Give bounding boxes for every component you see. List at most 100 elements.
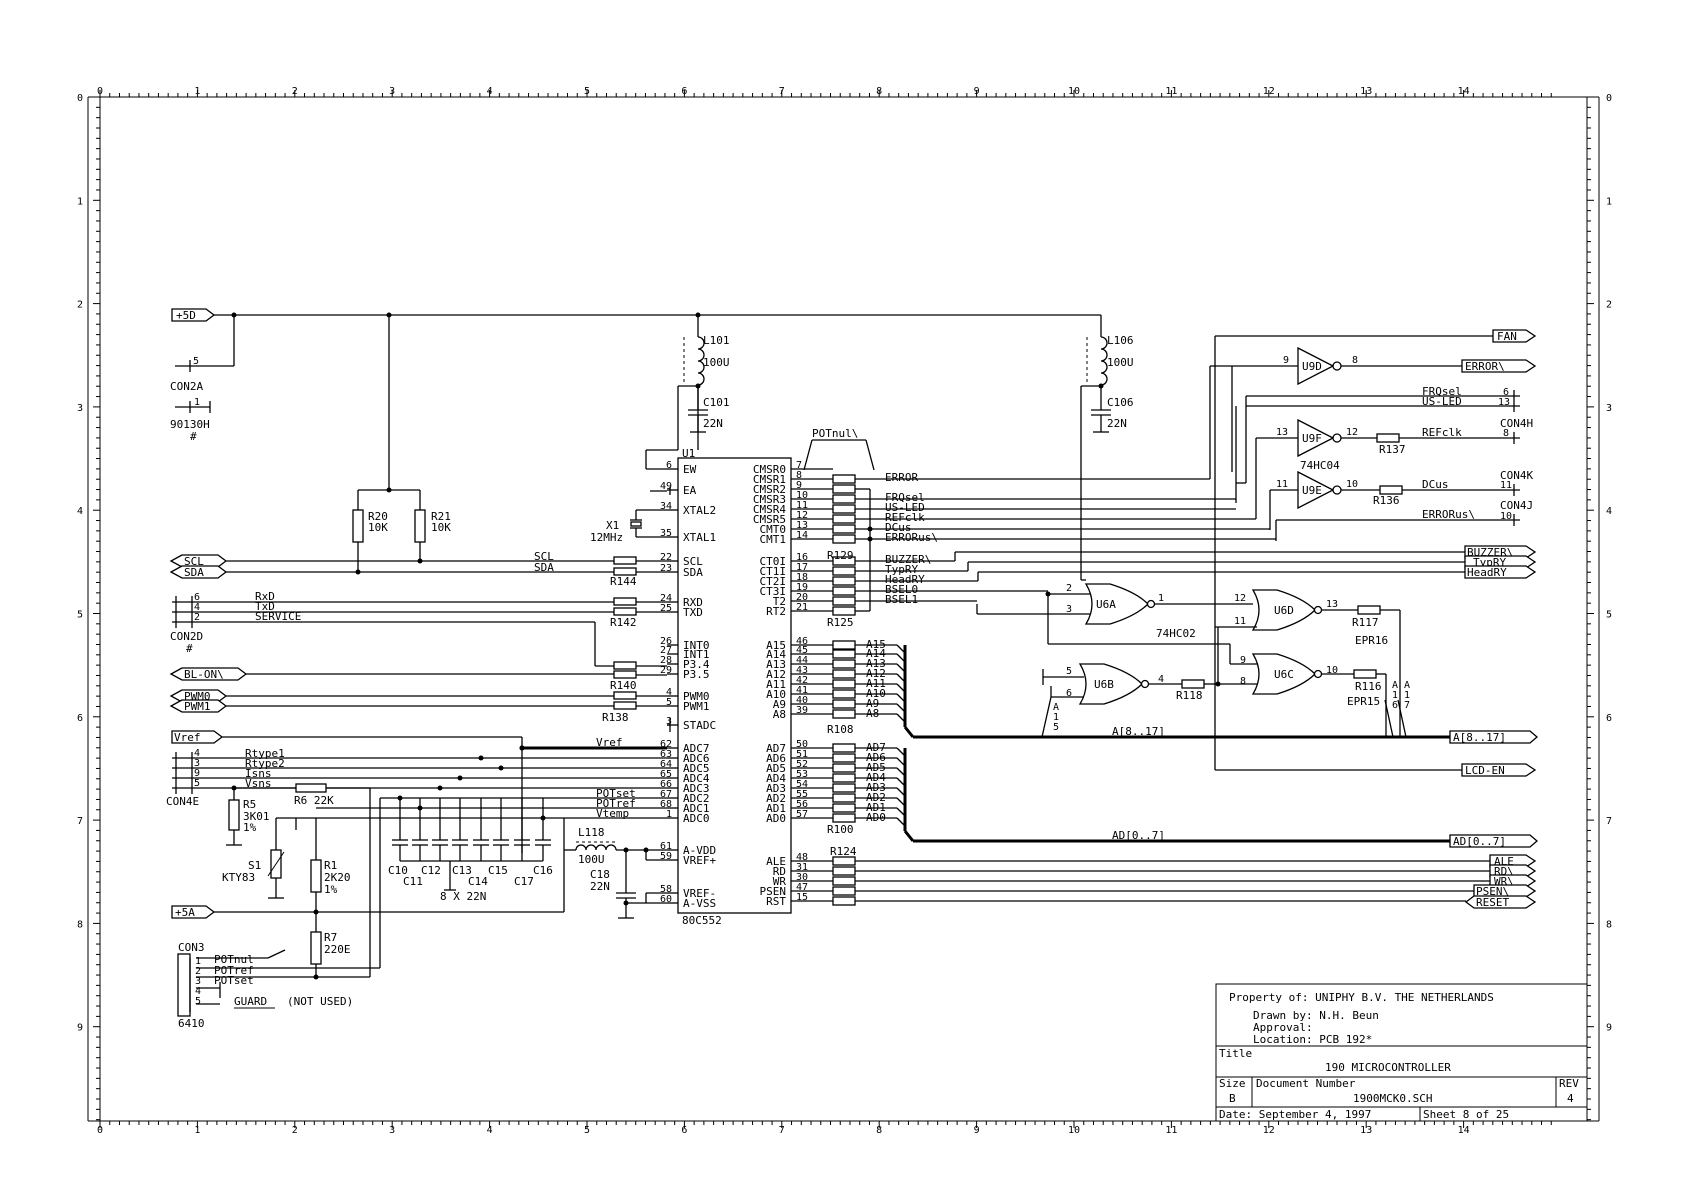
series-resistor xyxy=(832,886,856,896)
mcu-pin-name: RT2 xyxy=(766,605,786,618)
series-resistor xyxy=(832,649,856,659)
svg-text:220E: 220E xyxy=(324,943,351,956)
svg-text:7: 7 xyxy=(1404,700,1410,711)
ruler-top-label: 8 xyxy=(876,86,882,97)
mcu-pin-name: AD2 xyxy=(766,792,786,805)
svg-text:12MHz: 12MHz xyxy=(590,531,623,544)
ruler-top-label: 2 xyxy=(292,86,298,97)
mcu-pin-number: 62 xyxy=(660,739,672,750)
ruler-left-label: 6 xyxy=(77,713,83,724)
ruler-right-label: 3 xyxy=(1606,403,1612,414)
ruler-top-label: 11 xyxy=(1165,86,1177,97)
series-resistor xyxy=(832,494,856,504)
ruler-right-label: 1 xyxy=(1606,196,1612,207)
svg-text:9: 9 xyxy=(194,768,200,779)
svg-text:22N: 22N xyxy=(1107,417,1127,430)
mcu-pin-number: 7 xyxy=(796,460,802,471)
svg-text:U6C: U6C xyxy=(1274,668,1294,681)
series-resistor xyxy=(832,773,856,783)
ruler-left-label: 4 xyxy=(77,506,83,517)
data-net-label: AD5 xyxy=(866,761,886,774)
svg-text:12: 12 xyxy=(1234,593,1246,604)
series-resistor xyxy=(832,793,856,803)
mcu-pin-number: 66 xyxy=(660,779,672,790)
ruler-right-label: 4 xyxy=(1606,506,1612,517)
mcu-pin-name: ADC3 xyxy=(683,782,710,795)
net-label: ERROR xyxy=(885,471,918,484)
svg-text:U9F: U9F xyxy=(1302,432,1322,445)
mcu-pin-number: 44 xyxy=(796,655,808,666)
ruler-top-label: 6 xyxy=(681,86,687,97)
con2a-label: CON2A xyxy=(170,380,203,393)
mcu-pin-name: A14 xyxy=(766,648,786,661)
svg-text:1%: 1% xyxy=(324,883,338,896)
series-resistor xyxy=(832,896,856,906)
series-resistor xyxy=(832,640,856,650)
svg-text:74HC04: 74HC04 xyxy=(1300,459,1340,472)
mcu-pin-number: 24 xyxy=(660,593,672,604)
svg-text:5: 5 xyxy=(1053,722,1059,733)
net-label: HeadRY xyxy=(885,573,925,586)
mcu-pin-name: ADC7 xyxy=(683,742,710,755)
mcu-pin-name: PWM0 xyxy=(683,690,710,703)
series-resistor xyxy=(832,783,856,793)
series-resistor xyxy=(832,743,856,753)
ruler-top-label: 9 xyxy=(974,86,980,97)
mcu-pin-name: A11 xyxy=(766,678,786,691)
tb-rev: 4 xyxy=(1567,1092,1574,1105)
svg-text:6410: 6410 xyxy=(178,1017,205,1030)
crystal-x1: X1 12MHz xyxy=(590,487,671,732)
mcu-pin-name: STADC xyxy=(683,719,716,732)
ruler-left-label: 1 xyxy=(77,196,83,207)
ruler-right-label: 5 xyxy=(1606,610,1612,621)
mcu-pin-name: A-VDD xyxy=(683,844,716,857)
mcu-pins: EW6EA49XTAL234XTAL135SCL22SDA23RXD24TXD2… xyxy=(660,460,833,910)
svg-text:1: 1 xyxy=(194,397,200,408)
data-net-label: AD3 xyxy=(866,781,886,794)
ruler-right-label: 6 xyxy=(1606,713,1612,724)
mcu-pin-number: 40 xyxy=(796,695,808,706)
mcu-pin-number: 18 xyxy=(796,572,808,583)
svg-text:A: A xyxy=(1053,702,1059,713)
mcu-pin-number: 52 xyxy=(796,759,808,770)
series-resistor xyxy=(832,763,856,773)
tb-property: Property of: UNIPHY B.V. THE NETHERLANDS xyxy=(1229,991,1494,1004)
svg-text:1: 1 xyxy=(195,956,201,967)
ruler-left-label: 0 xyxy=(77,93,83,104)
svg-text:R138: R138 xyxy=(602,711,629,724)
title-block: Property of: UNIPHY B.V. THE NETHERLANDS… xyxy=(1215,983,1588,1122)
svg-text:3: 3 xyxy=(194,758,200,769)
ruler-bottom-label: 3 xyxy=(389,1125,395,1136)
svg-text:100U: 100U xyxy=(703,356,730,369)
ruler-left-label: 2 xyxy=(77,300,83,311)
mcu-pin-name: ADC1 xyxy=(683,802,710,815)
mcu-pin-number: 59 xyxy=(660,851,672,862)
svg-text:1: 1 xyxy=(1053,712,1059,723)
addr-net-label: A13 xyxy=(866,657,886,670)
net-label: REFclk xyxy=(885,511,925,524)
svg-text:POTset: POTset xyxy=(596,787,636,800)
svg-text:CON4H: CON4H xyxy=(1500,417,1533,430)
mcu-pin-number: 17 xyxy=(796,562,808,573)
ruler-bottom-label: 0 xyxy=(97,1125,103,1136)
mcu-pin-name: ADC2 xyxy=(683,792,710,805)
mcu-pin-number: 10 xyxy=(796,490,808,501)
ruler-bottom-label: 1 xyxy=(194,1125,200,1136)
svg-text:Isns: Isns xyxy=(245,767,272,780)
svg-text:3K01: 3K01 xyxy=(243,810,270,823)
ruler-bottom-label: 6 xyxy=(681,1125,687,1136)
tb-approval: Approval: xyxy=(1253,1021,1313,1034)
series-resistor xyxy=(832,586,856,596)
mcu-pin-number: 35 xyxy=(660,528,672,539)
svg-text:22N: 22N xyxy=(703,417,723,430)
net-label: DCus xyxy=(885,521,912,534)
mcu-pin-name: CMSR1 xyxy=(753,473,786,486)
svg-text:1: 1 xyxy=(1404,690,1410,701)
svg-text:SCL: SCL xyxy=(534,550,554,563)
mcu-pin-name: CMSR4 xyxy=(753,503,786,516)
mcu-pin-name: A8 xyxy=(773,708,786,721)
svg-text:RxD: RxD xyxy=(255,590,275,603)
svg-text:6: 6 xyxy=(194,592,200,603)
svg-text:10K: 10K xyxy=(368,521,388,534)
mcu-pin-number: 21 xyxy=(796,602,808,613)
